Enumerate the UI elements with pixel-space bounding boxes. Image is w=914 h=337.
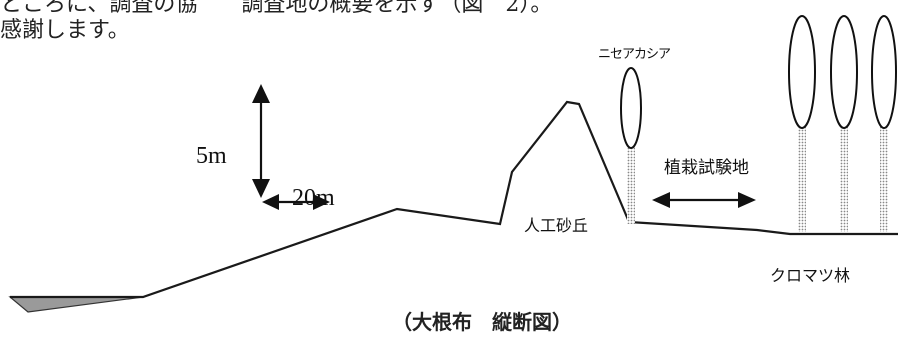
horizontal-scale-arrow: [262, 194, 330, 210]
artificial-dune-label: 人工砂丘: [524, 216, 589, 235]
figure-caption: （大根布 縦断図）: [392, 310, 572, 334]
sea-water-wedge: [8, 296, 144, 313]
vertical-scale-label: 5m: [196, 143, 227, 169]
kuromatsu-forest-label: クロマツ林: [770, 266, 851, 285]
planting-site-label: 植栽試験地: [664, 158, 749, 178]
nisea-acacia-tree-icon: [620, 67, 642, 224]
horizontal-scale-label: 20m: [292, 185, 335, 211]
vertical-scale-arrow: [252, 84, 270, 198]
nisea-acacia-label: ニセアカシア: [598, 47, 671, 62]
planting-site-arrow: [652, 192, 756, 208]
ground-profile-line: [10, 100, 898, 299]
kuromatsu-tree-icon-1: [788, 15, 816, 232]
body-text-line-2: 感謝します。: [0, 18, 130, 43]
kuromatsu-tree-icon-2: [830, 15, 858, 232]
kuromatsu-tree-icon-3: [871, 15, 897, 232]
body-text-line-1: ところに、調査の協 調査地の概要を示す（図 2）。: [0, 0, 553, 17]
